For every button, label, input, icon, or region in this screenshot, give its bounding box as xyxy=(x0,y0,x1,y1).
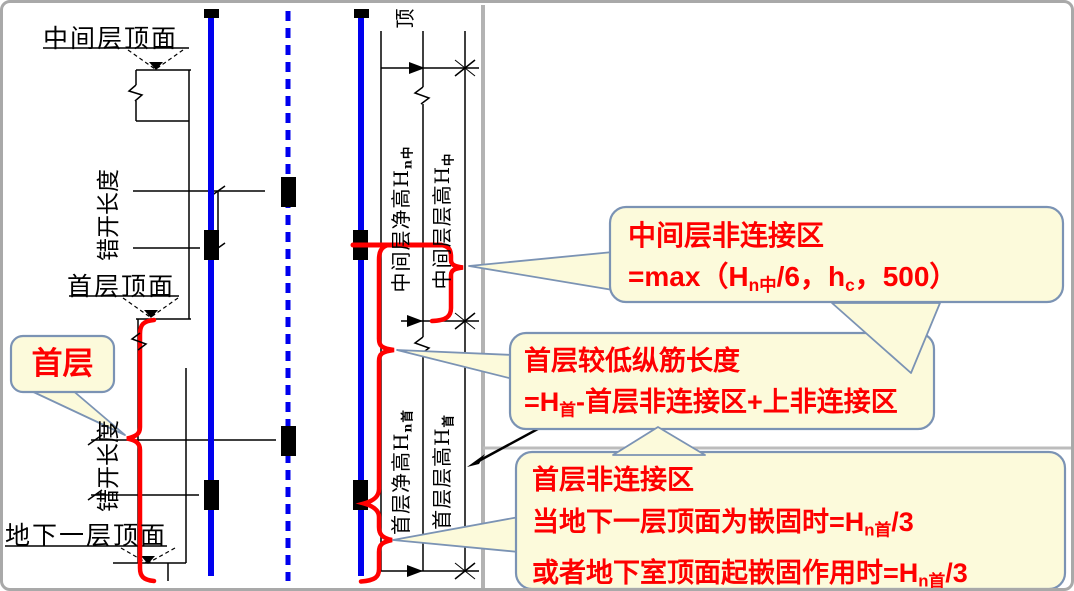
callout3-case2: 或者地下室顶面起嵌固作用时=Hn首/3 xyxy=(532,557,968,591)
callout2-box xyxy=(508,331,936,431)
first-floor-tag-box xyxy=(9,334,116,394)
label-first-floor-top: 首层顶面 xyxy=(67,272,176,301)
first-storey-height-subscript: 首 xyxy=(440,414,456,428)
label-mid-clear-height: 中间层净高Hn中 xyxy=(389,134,415,304)
callout-tails xyxy=(392,251,614,553)
mid-storey-height-text: 中间层层高H xyxy=(430,165,454,290)
picture-frame-lines xyxy=(481,5,1071,588)
mid-nonconnect-brace xyxy=(429,242,464,324)
mid-clear-height-text: 中间层净高H xyxy=(389,168,413,293)
callout1-box xyxy=(608,205,1065,304)
callout1-left-tail xyxy=(468,251,614,291)
first-floor-brace xyxy=(126,317,157,584)
structural-diagram xyxy=(5,5,1071,588)
label-stagger-length-upper: 错开长度 xyxy=(96,169,122,261)
label-mid-floor-top: 中间层顶面 xyxy=(43,24,179,53)
callout1-formula: =max（Hn中/6，hc，500） xyxy=(628,261,958,295)
callout1-title: 中间层非连接区 xyxy=(628,220,825,251)
label-basement-floor-top: 地下一层顶面 xyxy=(5,521,168,550)
red-annotation-braces xyxy=(126,242,464,584)
label-first-clear-height: 首层净高Hn首 xyxy=(389,387,415,557)
callout2-left-tail xyxy=(396,349,514,380)
first-bar-length-brace xyxy=(355,242,395,584)
callout2-first-lower-bar: 首层较低纵筋长度 =H首-首层非连接区+上非连接区 xyxy=(524,341,898,431)
label-first-storey-height: 首层层高H首 xyxy=(430,387,456,557)
callout1-bottom-tail xyxy=(831,302,941,374)
first-floor-tag: 首层 xyxy=(31,346,94,381)
callout1-mid-nonconnect: 中间层非连接区 =max（Hn中/6，hc，500） xyxy=(628,215,957,306)
callout3-box xyxy=(514,450,1067,588)
first-clear-height-subscript: n首 xyxy=(399,409,415,433)
callout2-formula: =H首-首层非连接区+上非连接区 xyxy=(524,387,898,420)
mid-storey-height-subscript: 中 xyxy=(440,152,456,166)
label-top-partial: 顶 xyxy=(393,7,417,29)
callout3-title: 首层非连接区 xyxy=(532,465,694,495)
label-stagger-length-lower: 错开长度 xyxy=(96,420,122,512)
rebar-lines xyxy=(208,11,364,581)
mid-clear-height-subscript: n中 xyxy=(399,145,415,169)
callout3-up-tail xyxy=(612,426,706,456)
first-storey-height-text: 首层层高H xyxy=(430,427,454,530)
label-mid-storey-height: 中间层层高H中 xyxy=(430,136,456,306)
callout3-first-nonconnect: 首层非连接区 当地下一层顶面为嵌固时=Hn首/3 或者地下室顶面起嵌固作用时=H… xyxy=(532,459,968,591)
callout-boxes xyxy=(9,205,1067,588)
callout2-title: 首层较低纵筋长度 xyxy=(524,346,740,376)
callout3-case1: 当地下一层顶面为嵌固时=Hn首/3 xyxy=(532,507,914,540)
break-symbol xyxy=(130,332,148,351)
first-clear-height-text: 首层净高H xyxy=(389,432,413,535)
